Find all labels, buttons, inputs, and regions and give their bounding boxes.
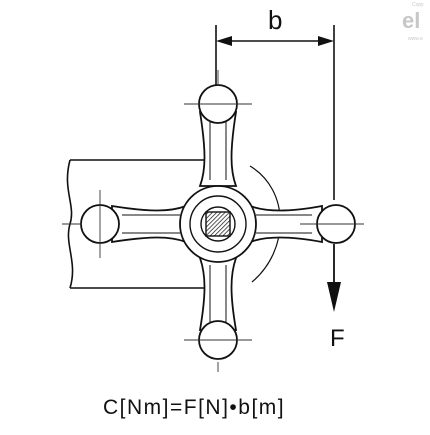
logo-text: el <box>402 8 420 33</box>
hatched-square <box>205 211 231 237</box>
dimension-b <box>215 25 335 200</box>
center-lines <box>62 70 364 372</box>
force-arrow <box>327 244 341 312</box>
logo-small-text: Copy <box>412 2 424 8</box>
dimension-arrow-left <box>216 36 232 46</box>
dimension-label: b <box>268 5 282 35</box>
force-label: F <box>330 325 345 352</box>
arm-bottom <box>198 257 238 331</box>
torque-formula: C[Nm]=F[N]•b[m] <box>103 396 285 419</box>
force-arrow-head <box>327 282 341 312</box>
logo-small-text-2: www.e <box>408 36 423 42</box>
arm-top <box>198 111 238 187</box>
dimension-arrow-right <box>318 36 334 46</box>
brand-logo: el Copy www.e <box>402 2 424 42</box>
arm-left <box>111 204 187 244</box>
